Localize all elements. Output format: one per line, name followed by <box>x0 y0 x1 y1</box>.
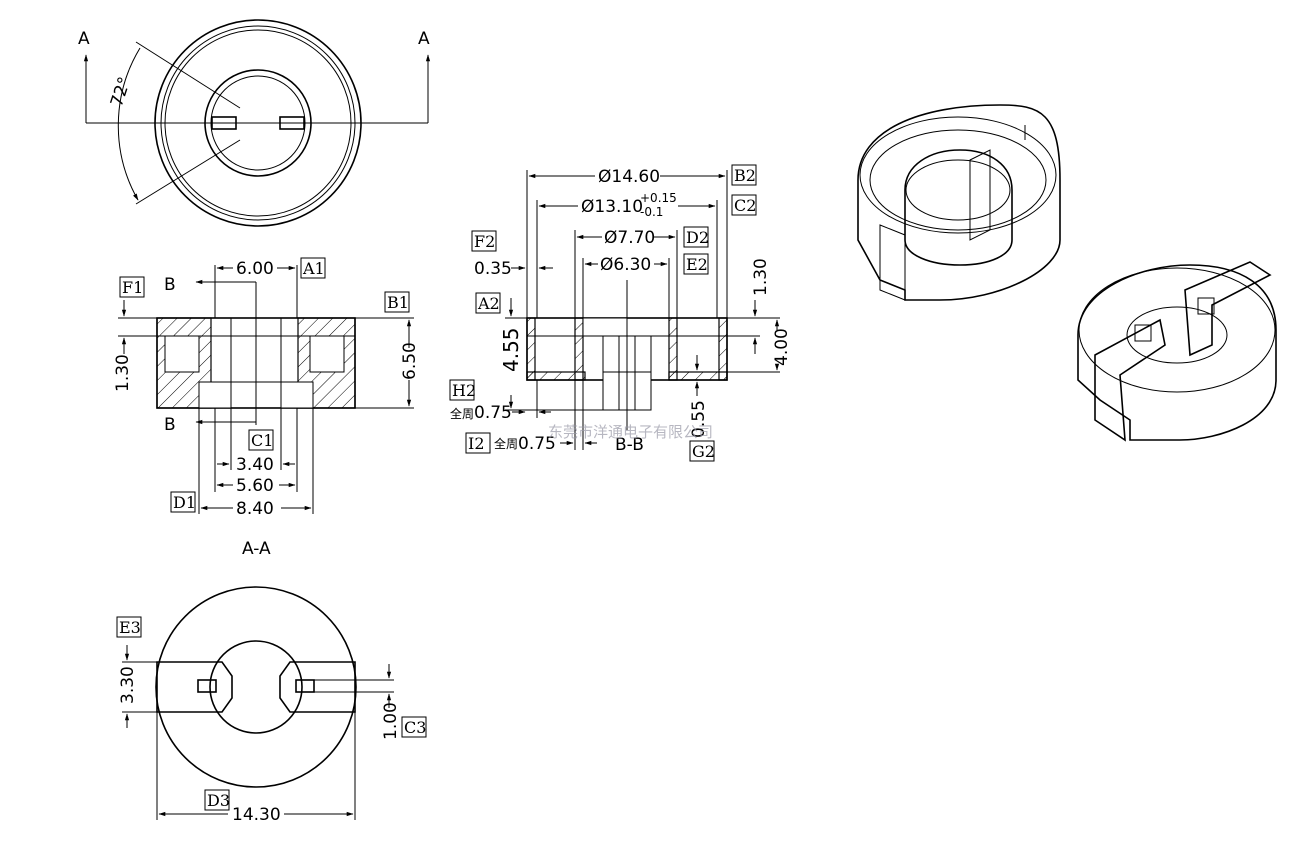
section-mark-a-right: A <box>418 29 430 49</box>
section-aa-title: A-A <box>242 539 271 559</box>
isometric-view-top <box>857 104 1061 301</box>
dim-c1b: 5.60 <box>236 476 274 496</box>
label-f2: F2 <box>474 232 495 251</box>
label-a1: A1 <box>302 259 325 278</box>
label-d1: D1 <box>173 493 196 512</box>
isometric-view-bottom <box>1077 261 1277 442</box>
watermark: 东莞市洋通电子有限公司 <box>548 423 713 441</box>
dim-c2-tol-plus: +0.15 <box>640 191 677 205</box>
top-view: A A 72° <box>78 19 431 227</box>
label-h2: H2 <box>452 381 476 400</box>
dim-a1: 6.00 <box>236 259 274 279</box>
dim-b2: Ø14.60 <box>598 167 660 187</box>
label-e2: E2 <box>686 255 708 274</box>
section-bb-title: B-B <box>615 435 644 455</box>
label-d3: D3 <box>207 791 230 810</box>
label-b2: B2 <box>734 166 756 185</box>
section-bb: Ø14.60 B2 Ø13.10 +0.15 -0.1 C2 Ø7.70 D2 … <box>449 164 792 462</box>
section-aa: B B 6.00 A1 F1 1.30 B1 6.50 C1 3.4 <box>113 257 420 559</box>
dim-c2-tol-minus: -0.1 <box>640 205 663 219</box>
note-i2-around: 全周 <box>494 436 518 451</box>
label-a2: A2 <box>477 294 500 313</box>
label-e3: E3 <box>119 618 141 637</box>
label-i2: I2 <box>468 434 485 453</box>
label-g2: G2 <box>692 442 715 461</box>
dim-h2: 0.75 <box>474 403 512 423</box>
dim-e3: 3.30 <box>118 666 138 704</box>
section-mark-b-top: B <box>164 275 176 295</box>
label-d2: D2 <box>686 228 709 247</box>
dim-e2: Ø6.30 <box>600 255 651 275</box>
section-mark-b-bottom: B <box>164 415 176 435</box>
label-c2: C2 <box>734 196 756 215</box>
note-h2-around: 全周 <box>450 406 474 421</box>
dim-c1a: 3.40 <box>236 455 274 475</box>
dim-r400: 4.00 <box>772 328 792 366</box>
label-c3: C3 <box>404 718 426 737</box>
bottom-view: E3 3.30 1.00 C3 14.30 D3 <box>116 586 427 825</box>
dim-i2: 0.75 <box>518 434 556 454</box>
label-f1: F1 <box>122 278 143 297</box>
dim-c2: Ø13.10 <box>581 197 643 217</box>
dim-r130: 1.30 <box>751 258 771 296</box>
dim-g2: 0.55 <box>689 400 709 438</box>
section-mark-a-left: A <box>78 29 90 49</box>
dim-c3: 1.00 <box>381 702 401 740</box>
dim-d3: 14.30 <box>232 805 281 825</box>
dim-f2: 0.35 <box>474 259 512 279</box>
dim-a2: 4.55 <box>499 327 523 372</box>
dim-b1: 6.50 <box>400 342 420 380</box>
dim-d2: Ø7.70 <box>604 228 655 248</box>
angle-label: 72° <box>107 74 135 109</box>
label-c1: C1 <box>251 431 273 450</box>
dim-f1: 1.30 <box>113 354 133 392</box>
label-b1: B1 <box>387 293 409 312</box>
dim-d1: 8.40 <box>236 499 274 519</box>
